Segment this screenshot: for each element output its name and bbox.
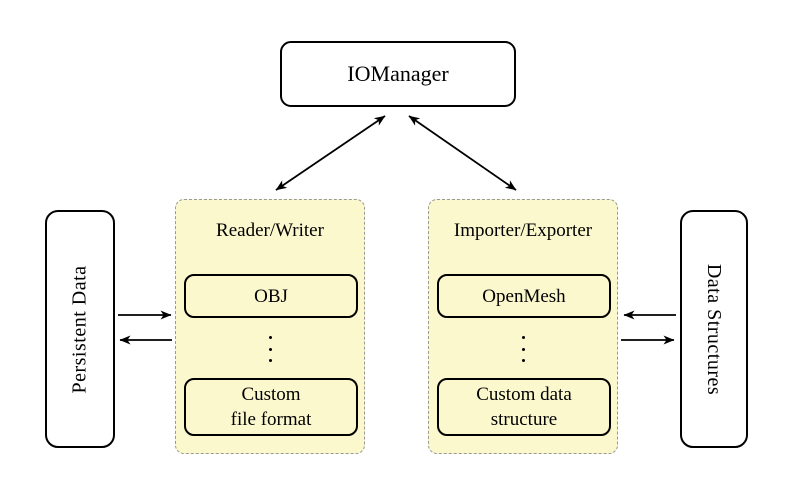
obj-box: OBJ: [184, 274, 358, 318]
reader-writer-group: Reader/Writer OBJ Custom file format: [175, 199, 365, 454]
vertical-ellipsis-icon: [429, 336, 617, 362]
iomanager-label: IOManager: [347, 61, 449, 86]
dot-icon: [521, 336, 525, 339]
persistent-data-box: Persistent Data: [45, 210, 115, 448]
custom-file-format-label-line2: file format: [230, 409, 312, 430]
vertical-ellipsis-icon: [176, 336, 364, 362]
data-structures-label: Data Structures: [703, 263, 726, 395]
custom-data-structure-box: Custom data structure: [437, 378, 611, 436]
dot-icon: [521, 347, 525, 351]
iomanager-importerexporter-arrow: [408, 115, 517, 191]
custom-file-format-box: Custom file format: [184, 378, 358, 436]
dot-icon: [268, 359, 272, 362]
dot-icon: [268, 336, 272, 339]
custom-data-structure-label-line2: structure: [490, 409, 558, 430]
persistent-data-label: Persistent Data: [68, 264, 91, 394]
importer-exporter-label: Importer/Exporter: [453, 220, 593, 241]
openmesh-box: OpenMesh: [437, 274, 611, 318]
custom-data-structure-label-line1: Custom data: [476, 384, 572, 405]
iomanager-box: IOManager: [280, 41, 516, 107]
custom-file-format-label-line1: Custom: [241, 384, 301, 405]
obj-label: OBJ: [254, 285, 288, 307]
importer-exporter-group: Importer/Exporter OpenMesh Custom data s…: [428, 199, 618, 454]
openmesh-label: OpenMesh: [482, 285, 566, 307]
reader-writer-label: Reader/Writer: [216, 220, 324, 241]
dot-icon: [268, 347, 272, 351]
data-structures-box: Data Structures: [680, 210, 748, 448]
iomanager-readerwriter-arrow: [275, 115, 386, 191]
dot-icon: [521, 359, 525, 362]
